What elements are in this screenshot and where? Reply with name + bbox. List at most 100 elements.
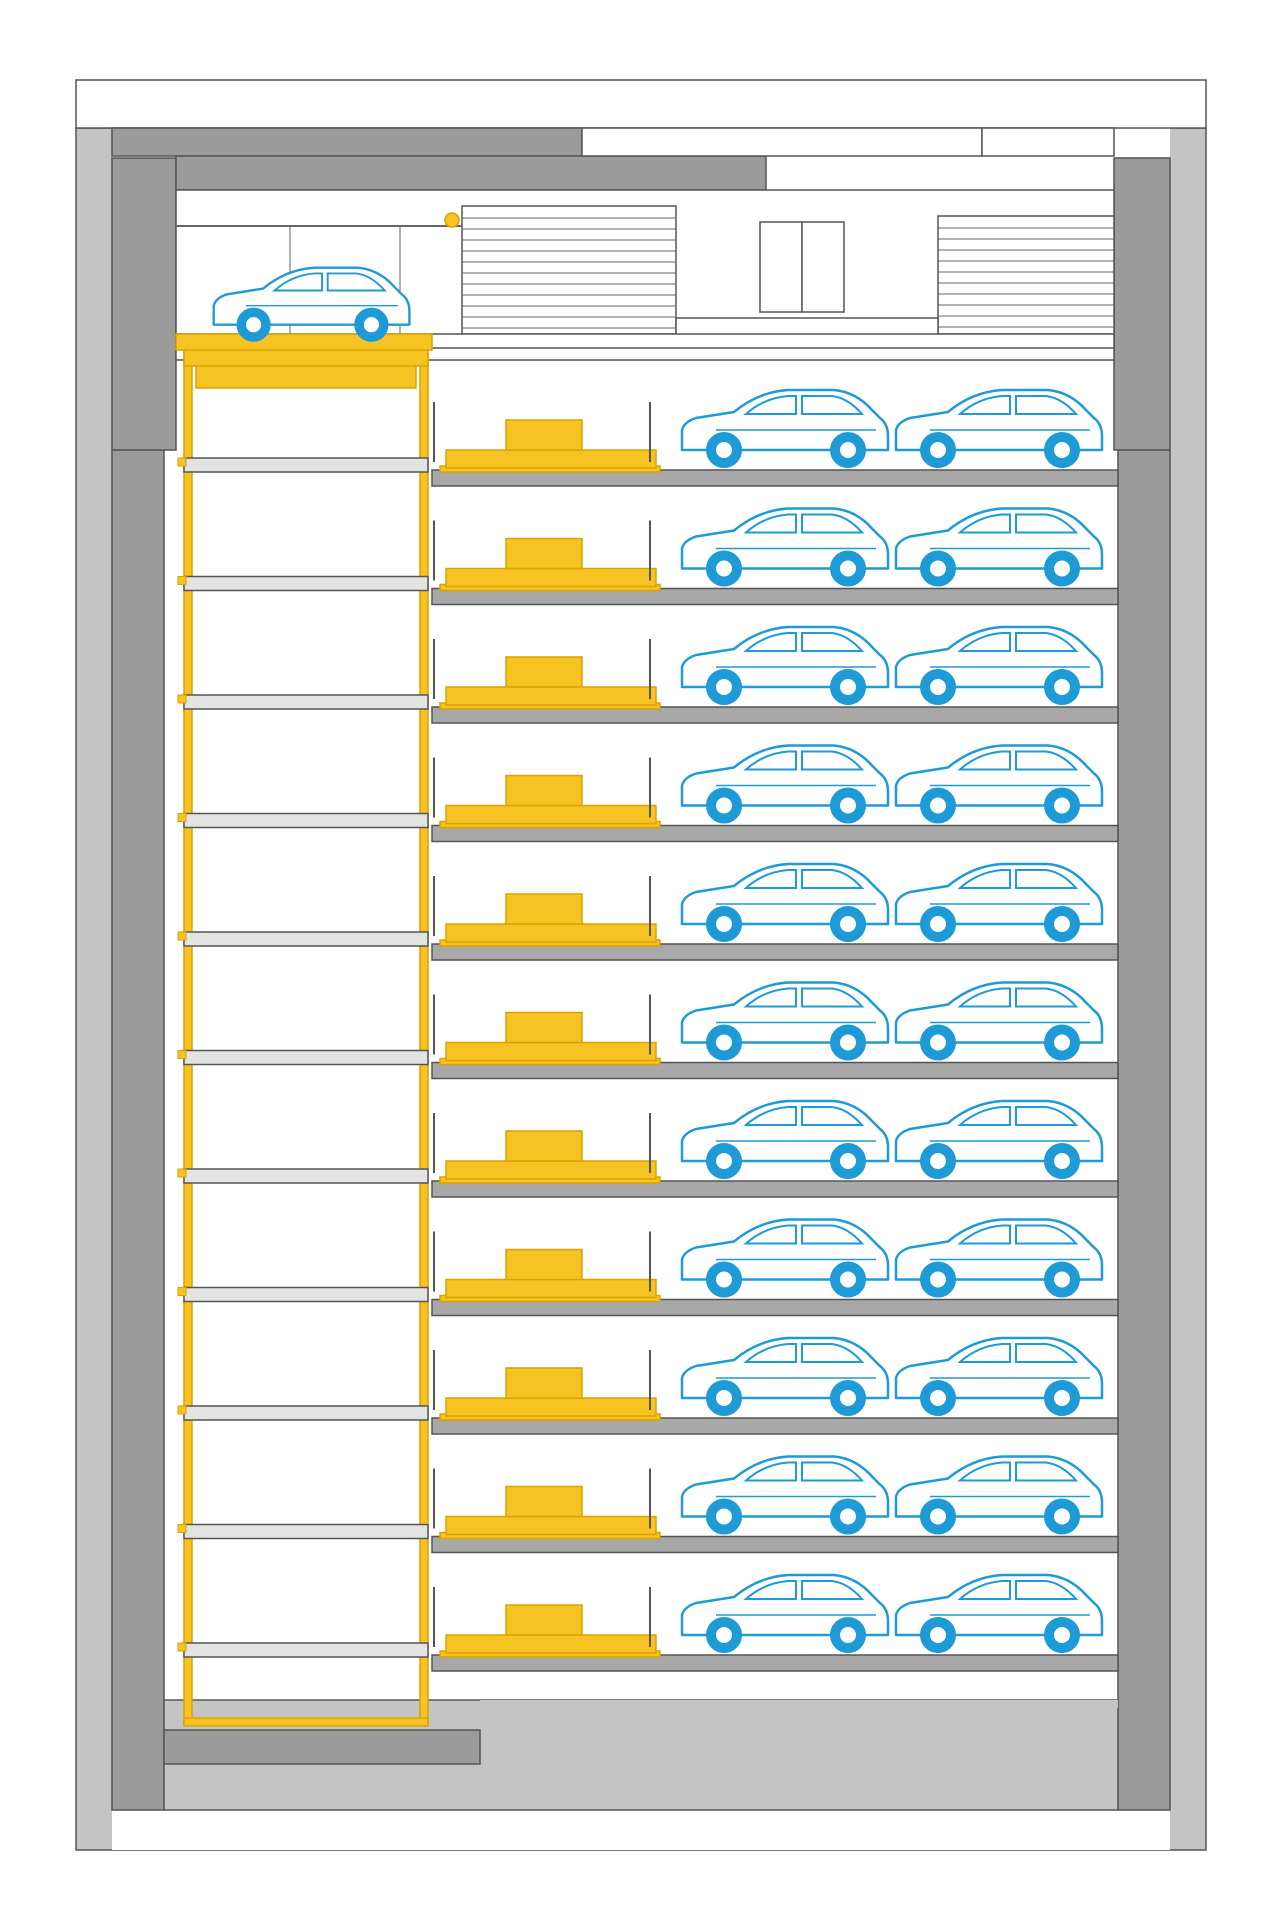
landing-marker (177, 1524, 187, 1533)
shaft-landing (183, 1523, 429, 1540)
car-icon (680, 1455, 890, 1535)
roof-slab-mid (581, 127, 983, 157)
shaft-landing (183, 1405, 429, 1421)
car-rim (838, 1151, 858, 1171)
car-rim (838, 677, 858, 697)
shuttle-motor (505, 419, 583, 451)
car-icon (680, 1099, 890, 1179)
shuttle-motor (505, 893, 583, 925)
car-rim (838, 1388, 858, 1408)
car-rim (244, 315, 264, 335)
shuttle-tray (445, 1160, 657, 1180)
roof-slab-right (981, 127, 1115, 157)
left-upper-wall (111, 157, 177, 451)
garage-door-icon (461, 205, 677, 335)
car-window-rear (1015, 987, 1079, 1008)
car-rim (928, 1032, 948, 1053)
car-window-front (957, 1580, 1011, 1600)
car-window-rear (1015, 513, 1079, 534)
storage-floor-slab (431, 1298, 1119, 1317)
shaft-landing (183, 931, 429, 947)
car-rim (838, 558, 858, 579)
shuttle-tray (445, 1634, 657, 1654)
shuttle-motor (505, 774, 583, 807)
car-window-rear (1015, 1461, 1079, 1482)
car-window-rear (1015, 869, 1079, 889)
car-window-rear (326, 272, 387, 292)
car-window-front (743, 987, 797, 1008)
shaft-landing (183, 812, 429, 829)
shuttle-tray (445, 1278, 657, 1299)
lift-base-beam (183, 1717, 429, 1727)
shuttle-motor (505, 1604, 583, 1636)
shaft-landing (183, 457, 429, 473)
car-window-rear (1015, 1580, 1079, 1600)
car-icon (680, 1573, 890, 1653)
car-window-front (957, 1461, 1011, 1482)
lift-shaft (175, 333, 433, 1727)
car-window-front (743, 1106, 797, 1126)
storage-level (177, 981, 1119, 1080)
elevator-door-icon (759, 221, 845, 313)
storage-level (177, 507, 1119, 606)
car-icon (894, 1573, 1104, 1653)
transfer-shuttle (433, 1350, 657, 1417)
car-icon (680, 1218, 890, 1298)
car-window-front (957, 869, 1011, 889)
car-window-front (957, 750, 1011, 771)
car-rim (361, 315, 381, 335)
car-icon (894, 862, 1104, 942)
car-icon (680, 862, 890, 942)
left-wall (111, 449, 165, 1811)
storage-level (177, 1218, 1119, 1317)
car-rim (714, 440, 734, 460)
car-rim (1052, 1388, 1072, 1408)
car-rim (714, 1151, 734, 1171)
shuttle-tray (445, 1515, 657, 1536)
landing-marker (177, 813, 187, 822)
shaft-landing (183, 1286, 429, 1303)
car-window-rear (801, 1343, 865, 1363)
car-window-rear (801, 395, 865, 415)
storage-floor-slab (431, 1535, 1119, 1554)
shuttle-tray (445, 567, 657, 588)
elevator-door-left (759, 221, 803, 313)
transfer-shuttle (433, 994, 657, 1062)
car-rim (1052, 677, 1072, 697)
lift-platform (175, 333, 433, 351)
car-icon (894, 1099, 1104, 1179)
shuttle-tray (445, 686, 657, 706)
car-window-front (743, 1580, 797, 1600)
car-window-front (743, 632, 797, 652)
storage-floor-slab (431, 1417, 1119, 1435)
car-window-rear (801, 987, 865, 1008)
shaft-landing (183, 694, 429, 710)
car-window-front (957, 1224, 1011, 1245)
car-window-front (743, 1461, 797, 1482)
car-window-rear (801, 632, 865, 652)
storage-floor-slab (431, 469, 1119, 487)
car-window-rear (801, 1224, 865, 1245)
car-rim (928, 1151, 948, 1171)
shuttle-tray (445, 804, 657, 825)
landing-marker (177, 1642, 187, 1652)
car-icon (894, 1455, 1104, 1535)
car-rim (1052, 558, 1072, 579)
lift-head-frame (195, 365, 417, 389)
car-rim (1052, 440, 1072, 460)
shuttle-motor (505, 537, 583, 570)
shaft-landing (183, 1642, 429, 1658)
car-rim (928, 914, 948, 934)
car-window-rear (1015, 1343, 1079, 1363)
car-icon (680, 744, 890, 824)
landing-marker (177, 457, 187, 467)
car-window-rear (801, 513, 865, 534)
transfer-shuttle (433, 520, 657, 588)
car-rim (1052, 1625, 1072, 1645)
car-rim (1052, 1032, 1072, 1053)
warning-lamp-icon (444, 212, 460, 228)
storage-floor-slab (431, 824, 1119, 843)
car-window-rear (801, 869, 865, 889)
shuttle-motor (505, 1011, 583, 1044)
transfer-shuttle (433, 639, 657, 706)
